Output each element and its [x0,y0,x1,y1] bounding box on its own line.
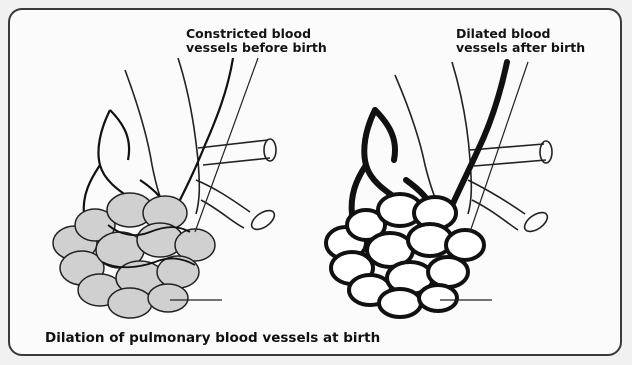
figure-caption: Dilation of pulmonary blood vessels at b… [45,330,380,346]
right-airway-branch-lower [468,180,525,230]
label-constricted-line1: Constricted blood [186,27,327,41]
right-alveolus [419,285,457,311]
left-lung-illustration [53,58,278,318]
label-dilated-line2: vessels after birth [456,41,585,55]
left-alveolus [108,288,152,318]
right-alveolus [428,257,468,287]
right-vessel-2 [364,110,396,198]
right-vessel-4 [352,165,366,215]
left-vessel-3 [110,110,129,160]
left-alveolus [148,284,188,312]
left-airway-branch-upper [198,140,270,165]
left-alveolus [157,256,199,288]
left-airway-branch-lower [196,180,250,228]
label-dilated-vessels: Dilated blood vessels after birth [456,27,585,55]
left-vessel-4 [84,165,100,215]
right-lung-illustration [326,62,552,317]
label-dilated-line1: Dilated blood [456,27,585,41]
label-constricted-vessels: Constricted blood vessels before birth [186,27,327,55]
right-airway-end-upper [540,141,552,163]
left-vessel-1 [175,58,233,210]
label-constricted-line2: vessels before birth [186,41,327,55]
left-airway-end-lower [248,207,277,233]
left-airway-end-upper [264,139,276,161]
right-vessel-3 [375,110,395,160]
right-alveolus [379,289,421,317]
left-vessel-2 [98,110,130,198]
left-airway-outline-inner [178,58,199,214]
right-airway-end-lower [521,209,550,235]
